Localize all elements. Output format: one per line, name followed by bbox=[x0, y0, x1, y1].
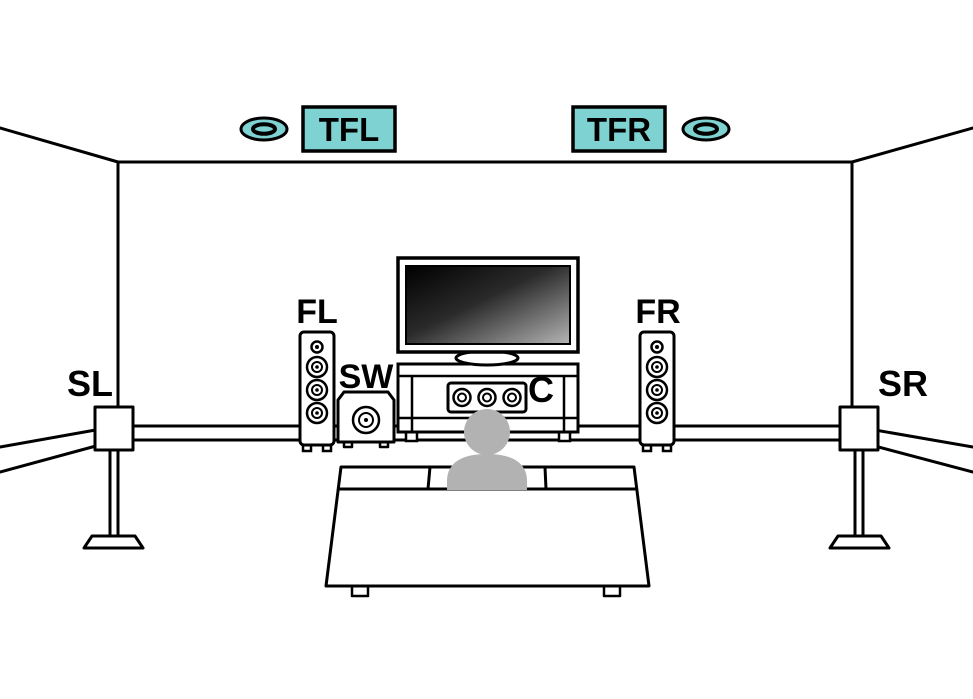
center-speaker-box bbox=[446, 381, 528, 414]
ceiling-left-edge bbox=[0, 126, 120, 164]
center-driver-2-ring bbox=[482, 392, 492, 403]
fr-woofer-3-ring bbox=[651, 407, 663, 419]
tv-screen bbox=[405, 265, 571, 345]
sr-stand-pole bbox=[853, 448, 865, 538]
front-right-speaker bbox=[638, 330, 676, 453]
fl-woofer-2-dot bbox=[315, 388, 319, 392]
sl-speaker-box bbox=[93, 405, 135, 452]
fr-woofer-1 bbox=[645, 355, 669, 379]
fr-woofer-2 bbox=[645, 378, 669, 402]
fr-woofer-1-dot bbox=[655, 365, 659, 369]
center-driver-1-ring bbox=[457, 392, 467, 403]
sofa-cushion-divider-right bbox=[543, 466, 548, 490]
tfl-box bbox=[301, 105, 397, 153]
tfr-label: TFR bbox=[587, 111, 651, 148]
top-front-left-label-box: TFL bbox=[301, 105, 397, 153]
fr-woofer-3-dot bbox=[655, 411, 659, 415]
listener-silhouette bbox=[447, 409, 527, 490]
fr-tweeter bbox=[650, 340, 664, 354]
tfl-label: TFL bbox=[319, 111, 379, 148]
tfr-box bbox=[571, 105, 667, 153]
sr-label: SR bbox=[878, 363, 928, 404]
sw-driver-ring bbox=[358, 412, 374, 428]
center-driver-3-ring bbox=[507, 392, 517, 403]
fl-woofer-3-dot bbox=[315, 411, 319, 415]
sofa bbox=[324, 465, 651, 598]
fr-woofer-2-ring bbox=[651, 384, 663, 396]
center-speaker bbox=[446, 381, 528, 414]
sw-label: SW bbox=[339, 358, 395, 396]
surround-right-speaker bbox=[828, 405, 891, 550]
ceiling-right-edge bbox=[850, 126, 973, 164]
center-driver-3 bbox=[502, 387, 522, 408]
fl-tweeter-dot bbox=[315, 345, 319, 349]
ceiling-speaker-icon-left bbox=[239, 116, 289, 142]
surround-left-speaker bbox=[82, 405, 145, 550]
center-label: C bbox=[528, 369, 554, 410]
sl-stand-pole bbox=[108, 448, 120, 538]
fr-label: FR bbox=[635, 293, 680, 331]
fl-woofer-2-ring bbox=[311, 384, 323, 396]
fl-label: FL bbox=[296, 293, 338, 331]
fl-woofer-1-ring bbox=[311, 361, 323, 373]
sl-label: SL bbox=[67, 363, 113, 404]
sw-body bbox=[336, 390, 396, 444]
ceiling-speaker-icon-right bbox=[681, 116, 731, 142]
fl-woofer-1 bbox=[305, 355, 329, 379]
fl-woofer-1-dot bbox=[315, 365, 319, 369]
listener-head bbox=[464, 409, 510, 455]
sofa-cushion-divider-left bbox=[426, 466, 432, 490]
ceiling-speaker-left-swirl bbox=[251, 122, 277, 136]
fr-woofer-1-ring bbox=[651, 361, 663, 373]
center-driver-1 bbox=[452, 387, 472, 408]
fr-woofer-3 bbox=[645, 401, 669, 425]
ceiling-speaker-right-swirl bbox=[693, 122, 719, 136]
top-front-right-label-box: TFR bbox=[571, 105, 667, 153]
fl-woofer-2 bbox=[305, 378, 329, 402]
subwoofer bbox=[336, 390, 396, 449]
ceiling-speaker-left-body bbox=[239, 116, 289, 142]
fl-woofer-3 bbox=[305, 401, 329, 425]
sw-driver-dot bbox=[364, 418, 368, 422]
ceiling-speaker-right-body bbox=[681, 116, 731, 142]
sofa-body bbox=[324, 465, 651, 588]
front-left-speaker bbox=[298, 330, 336, 453]
sr-speaker-box bbox=[838, 405, 880, 452]
fl-woofer-3-ring bbox=[311, 407, 323, 419]
tv bbox=[396, 256, 580, 354]
sl-stand-base bbox=[82, 534, 145, 550]
fl-tweeter bbox=[310, 340, 324, 354]
listener-torso bbox=[447, 454, 527, 490]
fr-tweeter-dot bbox=[655, 345, 659, 349]
sr-stand-base bbox=[828, 534, 891, 550]
center-driver-2 bbox=[477, 387, 497, 408]
sw-driver bbox=[351, 405, 381, 435]
fr-woofer-2-dot bbox=[655, 388, 659, 392]
